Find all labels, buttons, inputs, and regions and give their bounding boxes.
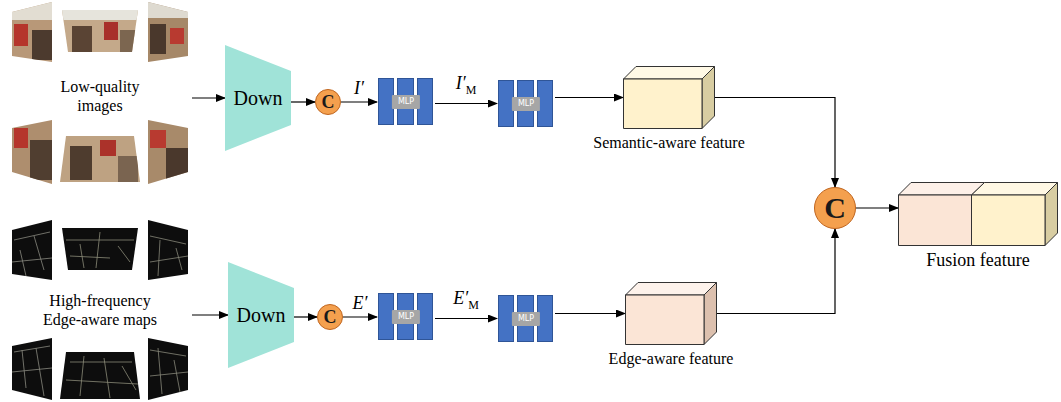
node-label: C [824, 193, 846, 223]
cube-top [626, 283, 717, 296]
connector-arrow [343, 316, 377, 317]
node-label: C [322, 93, 335, 111]
mlp-block: MLP [377, 293, 435, 340]
mlp-block: MLP [497, 80, 555, 127]
node-label: Down [234, 87, 283, 110]
downsample-block: Down [228, 262, 294, 368]
signal-label: I′ [353, 79, 365, 97]
node-label: Edge-aware feature [609, 350, 734, 368]
cube-side [704, 283, 717, 345]
cube-shape [625, 282, 717, 345]
connector-arrow [294, 316, 317, 317]
concat-circle: C [814, 187, 856, 229]
node-label: Low-quality images [41, 77, 159, 115]
cube-front [972, 195, 1046, 246]
mlp-tag: MLP [392, 310, 420, 324]
node-label: MLP [398, 312, 414, 322]
node-label: MLP [518, 99, 534, 109]
signal-label: E′ [352, 294, 369, 312]
node-label: High-frequency Edge-aware maps [41, 291, 159, 329]
node-label: Down [237, 304, 286, 327]
cube-top [972, 183, 1058, 196]
connector-arrow [856, 207, 898, 208]
mlp-tag: MLP [512, 97, 540, 111]
signal-subscript: M [468, 298, 479, 312]
image-group: High-frequency Edge-aware maps [8, 220, 192, 400]
connector-arrow [291, 101, 315, 102]
cube-side [1045, 183, 1058, 246]
connector-arrow [717, 229, 835, 314]
node-label: MLP [398, 97, 414, 107]
trapezoid-fill [225, 45, 291, 151]
mlp-block: MLP [497, 295, 555, 342]
feature-cube: Edge-aware feature [625, 282, 717, 345]
downsample-block: Down [225, 45, 291, 151]
connector-arrow [192, 314, 228, 315]
feature-cube: Semantic-aware feature [623, 66, 715, 129]
concat-circle: C [315, 89, 341, 115]
cube-side [702, 67, 715, 129]
connector-arrow [555, 313, 625, 314]
connector-arrow [555, 97, 623, 98]
trapezoid-fill [228, 262, 294, 368]
connector-arrow [341, 101, 377, 102]
signal-subscript: M [466, 83, 477, 97]
node-label: Semantic-aware feature [593, 134, 744, 152]
concat-circle: C [317, 304, 343, 330]
cube-shape [623, 66, 715, 129]
node-label: C [324, 308, 337, 326]
cube-front [899, 195, 972, 246]
edge-map-tiles [0, 216, 196, 402]
connector-arrow [435, 103, 497, 104]
signal-label: I′M [455, 74, 478, 99]
mlp-tag: MLP [512, 312, 540, 326]
mlp-tag: MLP [392, 95, 420, 109]
image-group: Low-quality images [8, 5, 192, 187]
cube-top [899, 183, 985, 196]
photo-tiles [0, 0, 196, 188]
signal-label: E′M [452, 289, 480, 314]
cube-front [624, 79, 703, 129]
node-label: MLP [518, 314, 534, 324]
connector-arrow [192, 97, 225, 98]
cube-front [626, 295, 705, 345]
node-label: Fusion feature [926, 250, 1029, 271]
feature-cube: Fusion feature [898, 182, 1058, 246]
connector-arrow [435, 318, 497, 319]
mlp-block: MLP [377, 78, 435, 125]
cube-top [624, 67, 715, 80]
cube-shape [898, 182, 1058, 246]
